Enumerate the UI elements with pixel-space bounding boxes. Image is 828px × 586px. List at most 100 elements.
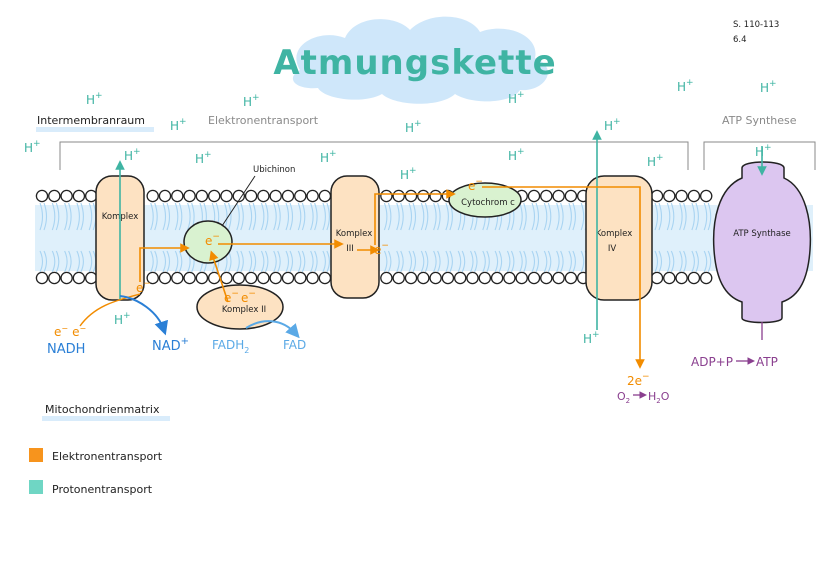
oxygen-text: O [617,390,626,403]
lipid-tail [543,250,552,273]
electron-charge: − [212,232,220,242]
complex-4-numeral: IV [608,244,617,254]
lipid-head [417,189,430,203]
lipid-head [84,271,98,285]
legend-label-proton: Protonentransport [52,483,153,496]
label-atp-synthesis-region: ATP Synthese [722,114,797,127]
lipid-head [466,271,479,285]
lipid-head [183,189,196,203]
electron-path-2 [209,250,229,303]
lipid-head [171,271,184,285]
water-subscript: 2 [656,397,660,405]
lipid-tail [260,250,269,273]
lipid-tail [457,250,466,273]
electron-charge: − [61,324,68,333]
lipid-head [650,271,664,285]
lipid-head [687,271,701,285]
lipid-head [146,189,159,203]
lipid-tail [383,250,392,273]
lipid-tail [297,202,306,231]
proton-label: H+ [647,153,664,169]
adp-label: ADP+P [691,355,733,369]
lipid-head [552,271,565,285]
lipid-tail [396,202,404,231]
lipid-head [564,189,578,203]
fadh-subscript: 2 [244,346,249,355]
proton-label: H+ [86,91,103,107]
complex-3-numeral: III [346,244,354,254]
label-intermembrane: Intermembranraum [37,114,145,127]
lipid-head [699,189,713,203]
proton-label: H+ [508,90,525,106]
oxygen-subscript: 2 [626,397,630,405]
label-electron-transport-region: Elektronentransport [208,114,319,127]
lipid-tail [162,202,171,231]
lipid-tail [408,250,417,273]
lipid-head [232,189,246,203]
atp-synthase-label: ATP Synthase [733,229,791,239]
lipid-head [318,271,332,285]
nadh-electrons: e−e− [54,324,86,339]
lipid-tail [150,202,158,231]
lipid-head [294,271,307,285]
atp-label: ATP [756,355,778,369]
water-o-text: O [661,390,670,403]
lipid-tail [396,250,404,273]
nad-plus-label: NAD+ [152,336,189,354]
lipid-head [663,271,676,285]
lipid-tail [666,202,675,231]
proton-markers: H+H+H+H+H+H+H+H+H+H+H+H+H+H+H+H+H+H+ [24,78,777,346]
lipid-head [490,271,504,285]
lipid-tail [174,250,183,273]
cytochrom-c-label: Cytochrom c [461,198,515,208]
complex-3-label: Komplex [336,229,373,239]
lipid-tail [494,250,503,273]
lipid-tail [322,202,330,231]
proton-label: H+ [170,117,187,133]
fad-label: FAD [283,338,306,352]
lipid-head [699,271,713,285]
atp-synthesis-bracket [703,141,816,170]
nad-text: NAD [152,339,181,354]
proton-label: H+ [400,166,417,182]
electron-label-cytochrom: e− [468,177,483,193]
complex-3 [330,175,380,299]
electron-symbol: e [54,325,61,339]
lipid-tail [470,250,478,273]
lipid-head [417,271,430,285]
lipid-tail [76,202,84,231]
lipid-head [35,189,49,203]
lipid-head [72,189,86,203]
lipid-tail [482,250,490,273]
lipid-head [453,271,467,285]
lipid-head [48,271,61,285]
water-label: H2O [648,390,670,405]
lipid-tail [408,202,417,231]
lipid-head [244,271,258,285]
lipid-tail [236,202,244,231]
lipid-tail [76,250,84,273]
lipid-tail [64,202,72,231]
electron-charge: − [79,324,86,333]
nadh-label: NADH [47,342,85,357]
lipid-tail [248,250,257,273]
lipid-head [306,271,319,285]
lipid-head [306,189,319,203]
lipid-tail [568,250,576,273]
label-underline [36,127,154,132]
label-matrix: Mitochondrienmatrix [45,403,160,416]
lipid-tail [691,202,699,231]
lipid-head [552,189,565,203]
electron-symbol: e [468,179,475,193]
fadh-text: FADH [212,338,244,352]
lipid-head [687,189,701,203]
lipid-tail [310,202,318,231]
lipid-tail [703,250,712,273]
electron-charge: − [231,289,239,299]
lipid-head [171,189,184,203]
proton-label: H+ [760,79,777,95]
lipid-head [380,189,393,203]
proton-label: H+ [677,78,694,94]
lipid-head [269,271,282,285]
